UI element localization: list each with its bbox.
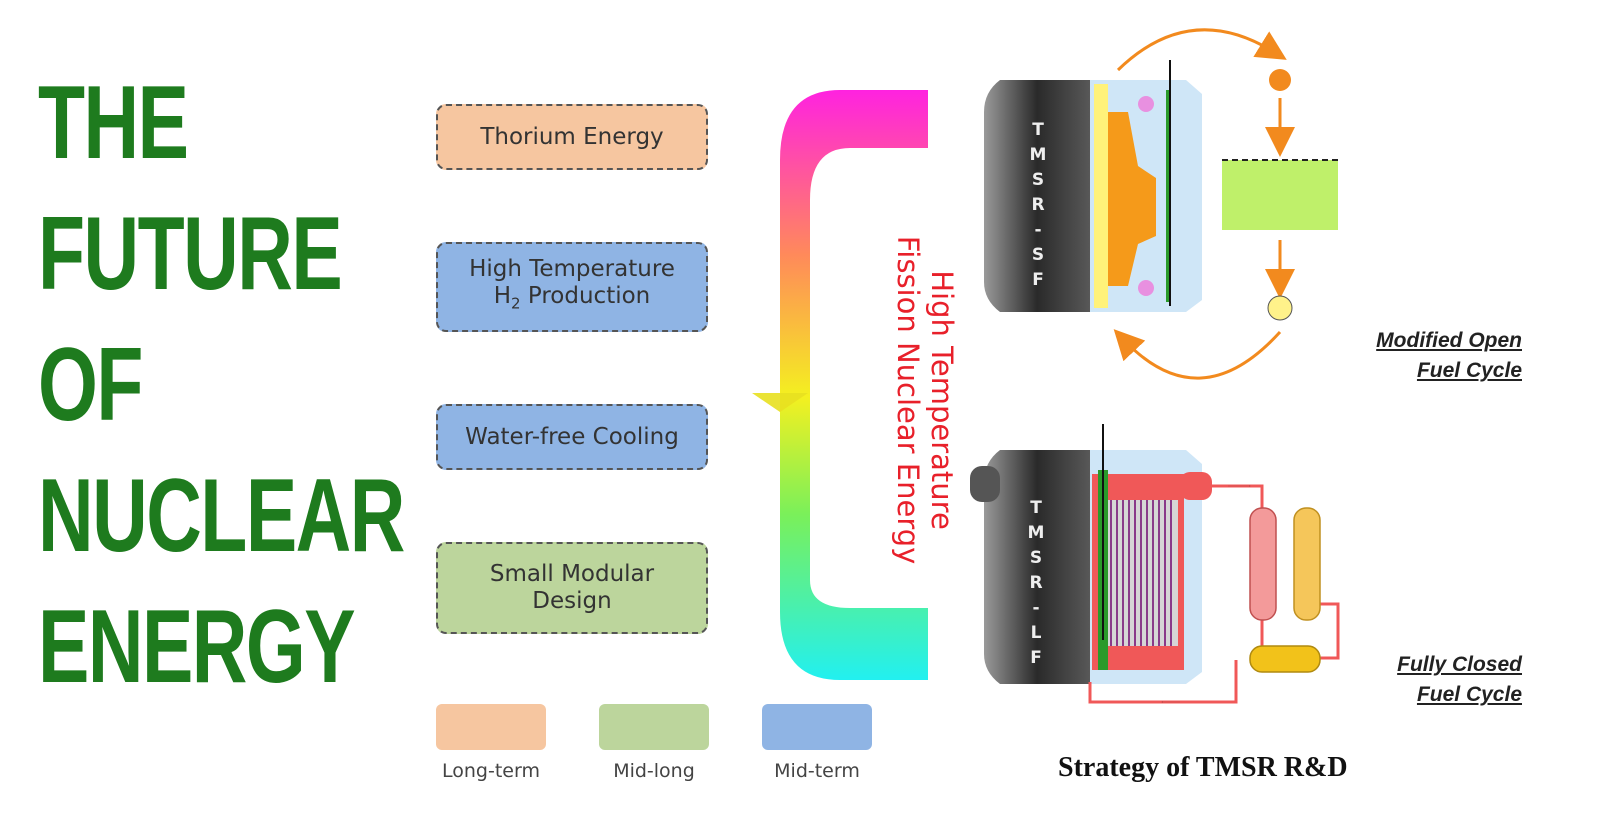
arc-title-line1: High Temperature — [925, 270, 959, 530]
lf-letter: S — [1029, 548, 1043, 568]
box-small-modular-line2: Design — [532, 588, 612, 614]
vessel-horizontal — [1249, 645, 1321, 673]
headline-line-1: THE — [38, 65, 189, 181]
open-cycle-line2: Fuel Cycle — [1416, 359, 1522, 382]
box-thorium-energy-label: Thorium Energy — [480, 123, 664, 150]
box-high-temp-h2: High Temperature H2 Production — [436, 242, 708, 332]
vessel-red — [1249, 507, 1277, 621]
box-water-free-cooling-label: Water-free Cooling — [465, 423, 679, 450]
box-water-free-cooling: Water-free Cooling — [436, 404, 708, 470]
arc-title: High Temperature Fission Nuclear Energy — [891, 236, 959, 565]
sf-letter: S — [1031, 245, 1045, 265]
fuel-ball-top — [1269, 69, 1291, 91]
sf-letter: F — [1032, 270, 1044, 290]
reactor-tmsr-sf — [984, 60, 1202, 312]
core-channel — [1164, 500, 1166, 646]
lf-letter: T — [1030, 498, 1042, 518]
legend-swatch-mid-long — [599, 704, 709, 750]
open-cycle-line1: Modified Open — [1376, 329, 1522, 352]
headline-line-2: FUTURE — [38, 196, 343, 312]
open-cycle-label: Modified Open Fuel Cycle — [1300, 326, 1522, 386]
box-small-modular-line1: Small Modular — [489, 561, 655, 587]
arc-title-line2: Fission Nuclear Energy — [891, 236, 925, 565]
box-high-temp-h2-line2: H2 Production — [493, 283, 651, 313]
reactor-tmsr-lf — [970, 424, 1212, 684]
box-small-modular-design: Small Modular Design — [436, 542, 708, 634]
headline-line-5: ENERGY — [38, 589, 356, 705]
sf-letter: T — [1032, 120, 1044, 140]
legend-label-mid-term: Mid-term — [774, 760, 860, 782]
legend-label-mid-long: Mid-long — [613, 760, 695, 782]
core-channel — [1122, 500, 1124, 646]
core-channel — [1128, 500, 1130, 646]
strategy-title: Strategy of TMSR R&D — [1058, 752, 1348, 783]
legend-swatch-mid-term — [762, 704, 872, 750]
sf-letter: R — [1031, 195, 1045, 215]
cycle-arrow-top — [1116, 28, 1287, 72]
core-channel — [1110, 500, 1112, 646]
vessel-yellow — [1293, 507, 1321, 621]
sf-letter: S — [1031, 170, 1045, 190]
box-high-temp-h2-line1: High Temperature — [469, 256, 675, 283]
arc-down-arrow — [752, 393, 808, 412]
core-channel — [1158, 500, 1160, 646]
lf-letter: L — [1030, 623, 1042, 643]
lf-letter: R — [1029, 573, 1043, 593]
fuel-ball-bottom — [1267, 295, 1293, 321]
closed-cycle-line2: Fuel Cycle — [1416, 683, 1522, 706]
box-thorium-energy: Thorium Energy — [436, 104, 708, 170]
core-channel — [1170, 500, 1172, 646]
core-channel — [1134, 500, 1136, 646]
lf-letter: M — [1027, 523, 1045, 543]
core-channels — [1100, 500, 1178, 646]
legend-label-long-term: Long-term — [442, 760, 540, 782]
gradient-arc — [780, 90, 928, 680]
cycle-arrow-bottom — [1113, 329, 1282, 380]
core-channel — [1146, 500, 1148, 646]
sf-letter: - — [1034, 220, 1042, 240]
headline-line-3: OF — [38, 327, 143, 443]
storage-box — [1222, 160, 1338, 230]
lf-letter: F — [1030, 648, 1042, 668]
core-channel — [1116, 500, 1118, 646]
closed-cycle-line1: Fully Closed — [1397, 653, 1522, 676]
sf-letter: M — [1029, 145, 1047, 165]
core-channel — [1152, 500, 1154, 646]
closed-cycle-label: Fully Closed Fuel Cycle — [1300, 650, 1522, 710]
reactor-lf-letters: T M S R - L F — [1024, 496, 1048, 671]
lf-letter: - — [1032, 598, 1040, 618]
reactor-sf-letters: T M S R - S F — [1026, 118, 1050, 293]
core-channel — [1140, 500, 1142, 646]
legend-swatch-long-term — [436, 704, 546, 750]
